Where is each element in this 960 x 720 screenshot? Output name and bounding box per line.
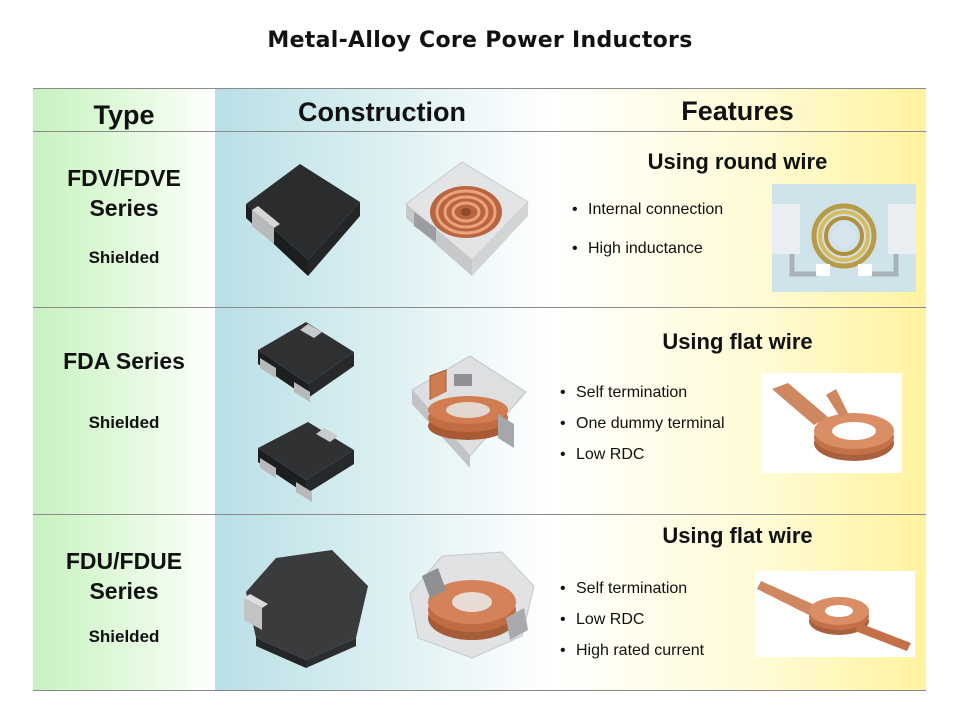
type-name-fdu: FDU/FDUE Series	[65, 548, 183, 604]
round-wire-photo	[772, 184, 916, 292]
feature-item: Low RDC	[560, 604, 704, 635]
fda-inductor-bottom-image	[258, 422, 354, 502]
feature-item: High rated current	[560, 635, 704, 666]
page-title: Metal-Alloy Core Power Inductors	[267, 28, 693, 53]
row-divider-2	[33, 514, 926, 515]
shielding-label-fda: Shielded	[88, 413, 160, 432]
header-features: Features	[681, 96, 794, 126]
table-bottom-rule	[33, 690, 926, 691]
row-divider-1	[33, 307, 926, 308]
fdu-inductor-image	[244, 550, 368, 668]
feature-title-fdu: Using flat wire	[662, 523, 813, 548]
feature-list-fdv: Internal connection High inductance	[572, 190, 723, 268]
header-type: Type	[93, 100, 155, 130]
type-column-bg	[33, 88, 215, 691]
fda-inductor-top-image	[258, 322, 354, 402]
fdv-cutaway-image	[405, 161, 529, 276]
feature-list-fdu: Self termination Low RDC High rated curr…	[560, 573, 704, 666]
flat-wire-photo-fda	[762, 373, 902, 473]
feature-item: One dummy terminal	[560, 408, 725, 439]
feature-title-fdv: Using round wire	[647, 149, 828, 174]
fdu-cutaway-image	[409, 551, 535, 659]
flat-wire-photo-fdu	[755, 571, 915, 657]
feature-item: Low RDC	[560, 439, 725, 470]
feature-item: High inductance	[572, 229, 723, 268]
fda-cutaway-image	[411, 355, 527, 468]
header-construction: Construction	[298, 97, 466, 127]
fdv-inductor-image	[246, 164, 360, 276]
type-name-fdv: FDV/FDVE Series	[67, 165, 181, 221]
header-rule	[33, 131, 926, 132]
feature-item: Internal connection	[572, 190, 723, 229]
feature-list-fda: Self termination One dummy terminal Low …	[560, 377, 725, 470]
feature-title-fda: Using flat wire	[662, 329, 813, 354]
feature-item: Self termination	[560, 573, 704, 604]
table-top-rule	[33, 88, 926, 89]
shielding-label-fdv: Shielded	[88, 248, 160, 267]
feature-item: Self termination	[560, 377, 725, 408]
shielding-label-fdu: Shielded	[88, 627, 160, 646]
type-name-fda: FDA Series	[63, 348, 185, 374]
